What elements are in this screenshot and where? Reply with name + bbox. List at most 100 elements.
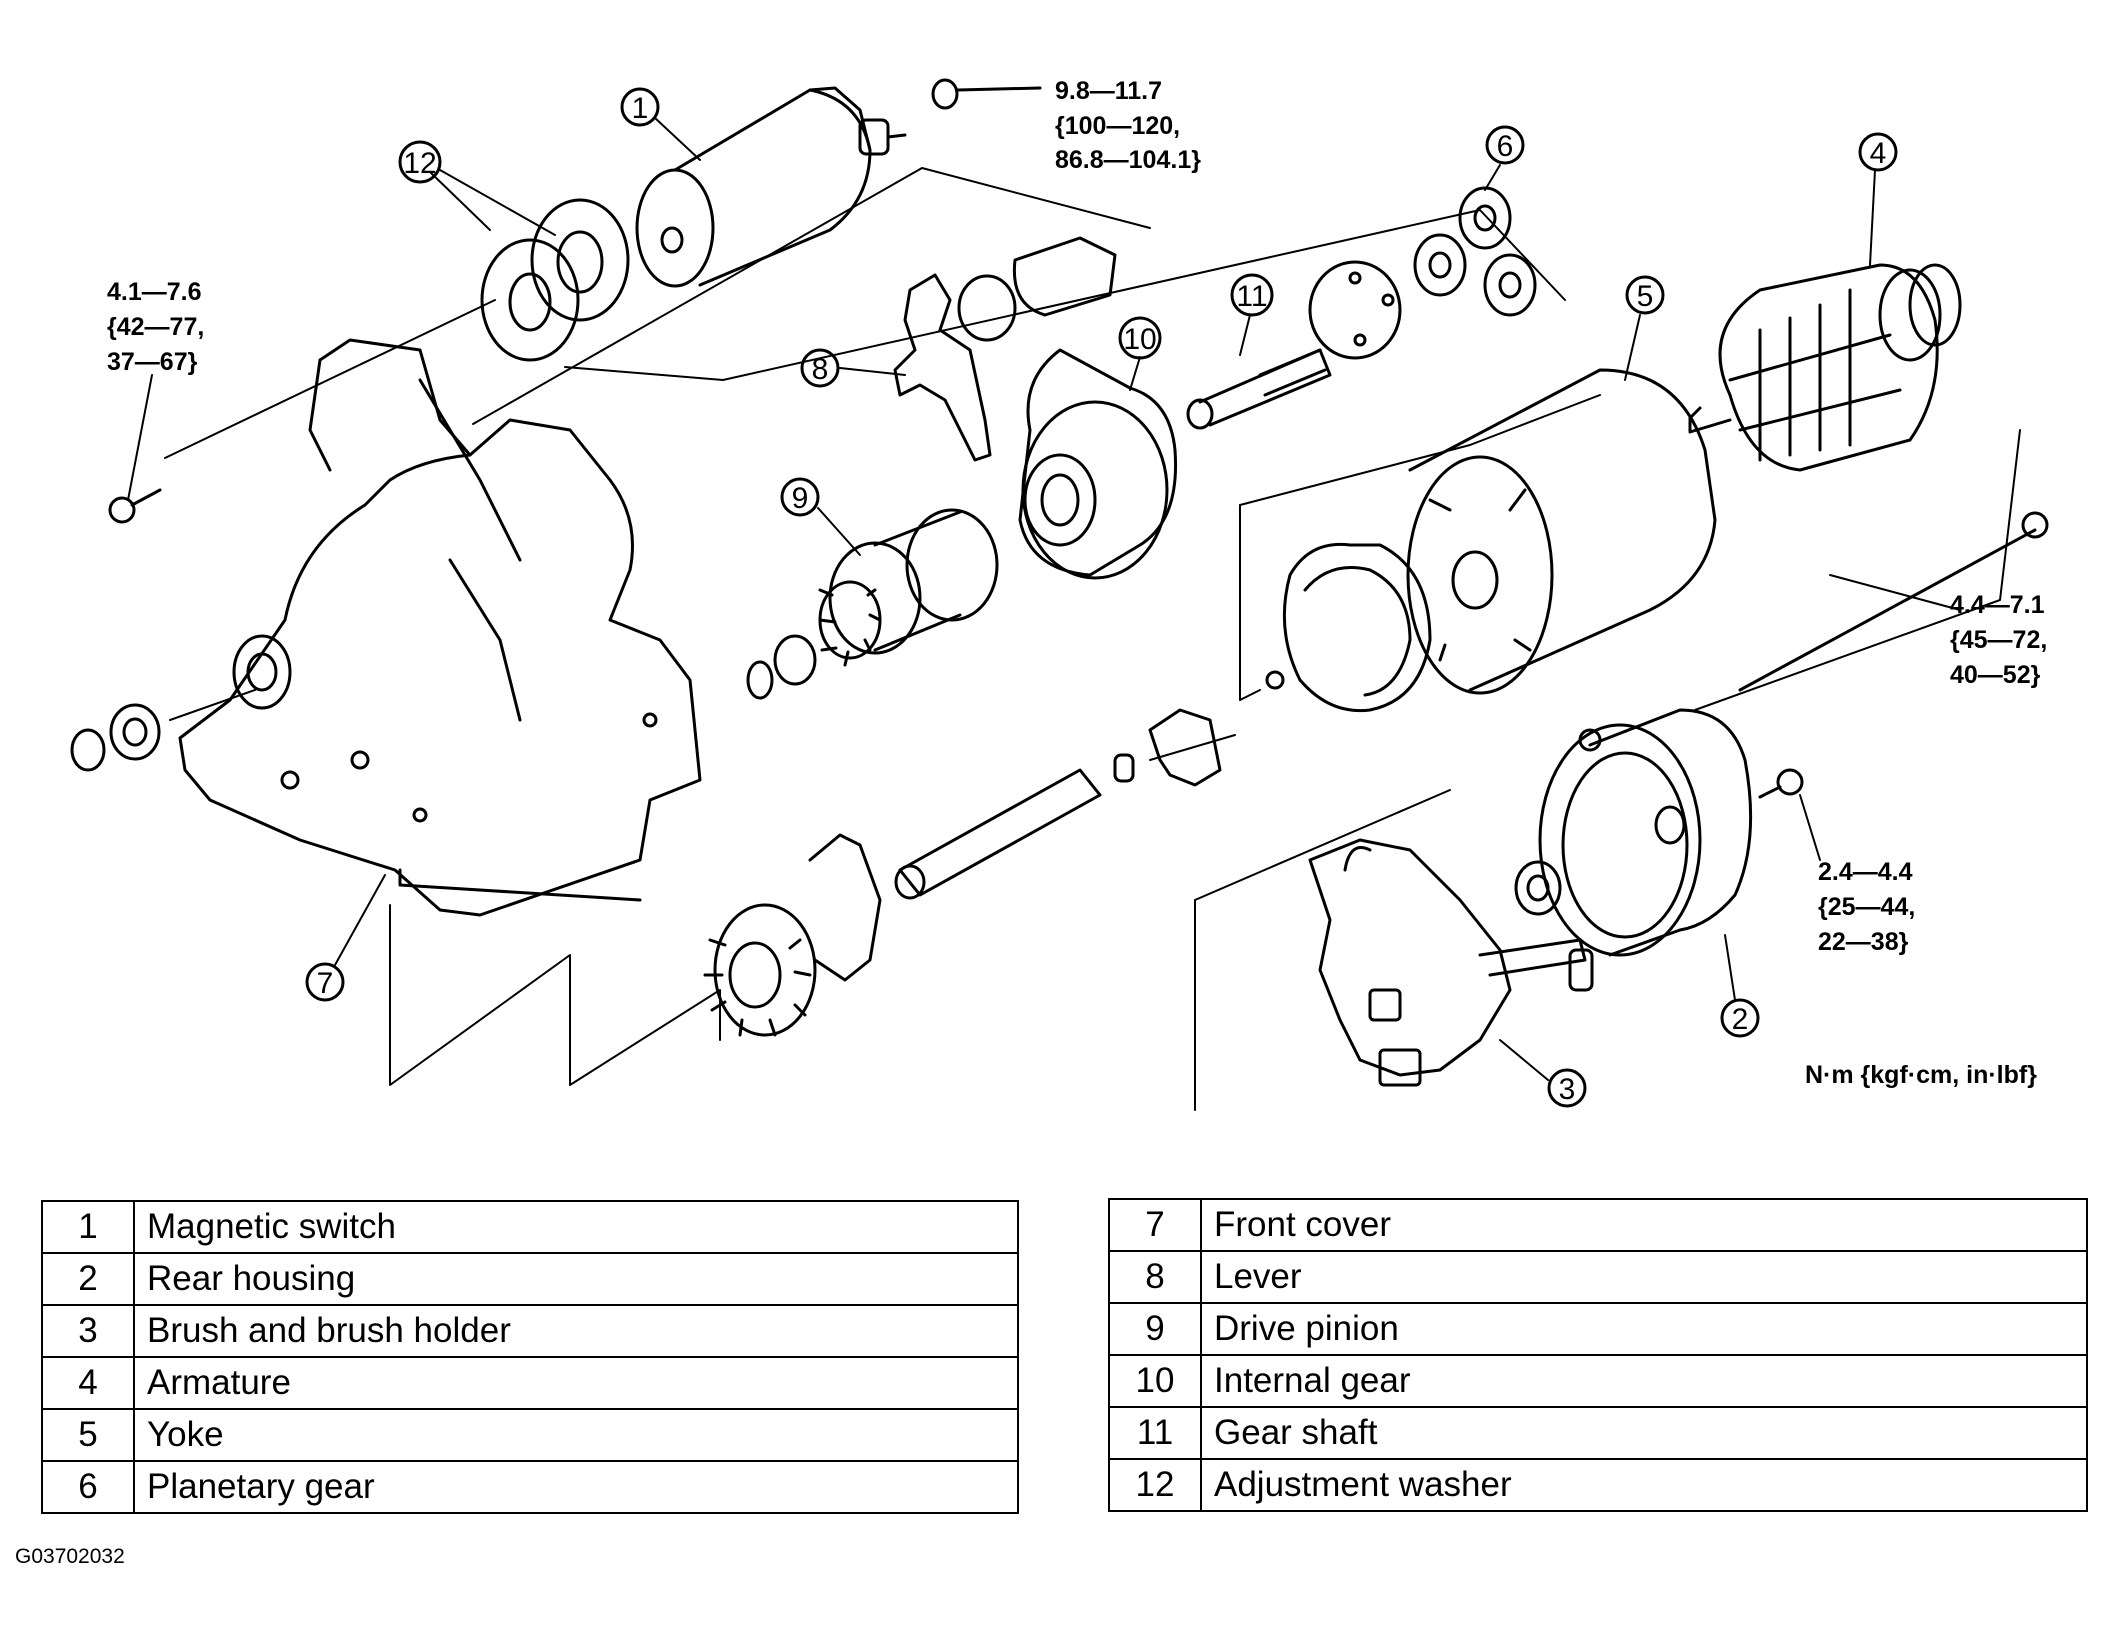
legend-number: 5 (41, 1408, 135, 1462)
torque-line: 40—52} (1950, 661, 2041, 689)
torque-line: 9.8—11.7 (1055, 77, 1162, 105)
callout-bubble-12: 12 (398, 140, 442, 184)
torque-line: 4.4—7.1 (1950, 591, 2045, 619)
legend-part-name: Planetary gear (133, 1460, 1019, 1514)
legend-number: 8 (1108, 1250, 1202, 1304)
legend-part-name: Armature (133, 1356, 1019, 1410)
torque-line: 2.4—4.4 (1818, 858, 1913, 886)
legend-part-name: Brush and brush holder (133, 1304, 1019, 1358)
callout-number: 7 (317, 967, 334, 1000)
legend-number: 10 (1108, 1354, 1202, 1408)
legend-number: 7 (1108, 1198, 1202, 1252)
legend-part-name: Rear housing (133, 1252, 1019, 1306)
front-cover-drawing (178, 338, 702, 917)
internal-gear-drawing (1018, 348, 1178, 580)
legend-number: 2 (41, 1252, 135, 1306)
legend-part-name: Internal gear (1200, 1354, 2088, 1408)
legend-number: 4 (41, 1356, 135, 1410)
shaft-drawing (894, 768, 1102, 900)
callout-bubble-7: 7 (305, 962, 345, 1002)
legend-part-name: Lever (1200, 1250, 2088, 1304)
callout-number: 3 (1559, 1073, 1576, 1106)
brush-clip-drawing (1113, 708, 1222, 787)
callout-number: 6 (1497, 130, 1514, 163)
torque-callout-switch-nut: 9.8—11.7 {100—120, 86.8—104.1} (1055, 77, 1201, 174)
drive-pinion-drawing (746, 508, 999, 700)
legend-part-name: Front cover (1200, 1198, 2088, 1252)
lever-drawing (893, 273, 992, 462)
magnetic-switch-drawing (635, 86, 907, 288)
callout-bubble-9: 9 (780, 477, 820, 517)
torque-line: {45—72, (1950, 626, 2047, 654)
legend-row: 9 Drive pinion (1108, 1302, 2088, 1356)
legend-part-name: Magnetic switch (133, 1200, 1019, 1254)
callout-bubble-3: 3 (1547, 1068, 1587, 1108)
callout-bubble-8: 8 (800, 348, 840, 388)
torque-callout-rear-screw: 2.4—4.4 {25—44, 22—38} (1818, 858, 1915, 956)
callout-bubble-1: 1 (620, 87, 660, 127)
torque-line: 86.8—104.1} (1055, 146, 1201, 174)
lever-holder-drawing (957, 236, 1117, 342)
legend-number: 6 (41, 1460, 135, 1514)
rear-screw-drawing (1758, 768, 1804, 799)
armature-drawing (1688, 263, 1962, 472)
legend-row: 12 Adjustment washer (1108, 1458, 2088, 1512)
callout-bubble-6: 6 (1485, 125, 1525, 165)
callout-number: 8 (812, 353, 829, 386)
callout-bubble-5: 5 (1625, 275, 1665, 315)
legend-row: 6 Planetary gear (41, 1460, 1019, 1514)
legend-row: 7 Front cover (1108, 1198, 2088, 1252)
torque-line: 4.1—7.6 (107, 278, 202, 306)
planetary-gears-drawing (1413, 186, 1537, 317)
callout-number: 4 (1870, 137, 1887, 170)
callout-number: 11 (1236, 280, 1267, 313)
switch-nut-drawing (931, 78, 1042, 110)
brush-holder-drawing (1308, 838, 1594, 1087)
legend-row: 3 Brush and brush holder (41, 1304, 1019, 1358)
units-label: N·m {kgf·cm, in·lbf} (1805, 1061, 2037, 1089)
torque-line: 22—38} (1818, 928, 1909, 956)
brush-plate-ring-drawing (1282, 542, 1432, 713)
legend-row: 8 Lever (1108, 1250, 2088, 1304)
legend-number: 1 (41, 1200, 135, 1254)
legend-part-name: Yoke (133, 1408, 1019, 1462)
legend-part-name: Drive pinion (1200, 1302, 2088, 1356)
rear-housing-drawing (1538, 708, 1753, 957)
gear-shaft-drawing (1186, 260, 1402, 430)
assembly-guide-lines (164, 167, 2021, 1111)
callout-number: 2 (1732, 1003, 1749, 1036)
leader-lines (127, 117, 1961, 1081)
legend-row: 4 Armature (41, 1356, 1019, 1410)
torque-line: {25—44, (1818, 893, 1915, 921)
front-bushing-drawing (70, 703, 161, 772)
torque-line: {100—120, (1055, 112, 1180, 140)
legend-row: 5 Yoke (41, 1408, 1019, 1462)
callout-number: 9 (792, 482, 809, 515)
callout-bubble-11: 11 (1230, 273, 1274, 317)
legend-row: 10 Internal gear (1108, 1354, 2088, 1408)
legend-row: 2 Rear housing (41, 1252, 1019, 1306)
callout-bubble-4: 4 (1858, 132, 1898, 172)
legend-part-name: Adjustment washer (1200, 1458, 2088, 1512)
legend-part-name: Gear shaft (1200, 1406, 2088, 1460)
parts-legend-right: 7 Front cover 8 Lever 9 Drive pinion 10 … (1108, 1198, 2088, 1512)
callout-number: 5 (1637, 280, 1654, 313)
torque-line: {42—77, (107, 313, 204, 341)
yoke-drawing (1406, 368, 1717, 695)
front-bolt-drawing (108, 488, 162, 524)
legend-number: 12 (1108, 1458, 1202, 1512)
callout-number: 12 (403, 147, 436, 180)
through-bolt-drawing (1738, 511, 2049, 692)
legend-row: 11 Gear shaft (1108, 1406, 2088, 1460)
small-washer-drawing (1265, 670, 1285, 690)
legend-number: 9 (1108, 1302, 1202, 1356)
callout-bubble-10: 10 (1118, 316, 1162, 360)
parts-legend-left: 1 Magnetic switch 2 Rear housing 3 Brush… (41, 1200, 1019, 1514)
legend-row: 1 Magnetic switch (41, 1200, 1019, 1254)
torque-line: 37—67} (107, 348, 198, 376)
figure-code: G03702032 (15, 1545, 125, 1568)
callout-bubble-2: 2 (1720, 998, 1760, 1038)
torque-callout-front-bolt: 4.1—7.6 {42—77, 37—67} (107, 278, 204, 376)
torque-callout-through-bolt: 4.4—7.1 {45—72, 40—52} (1950, 591, 2047, 689)
legend-number: 3 (41, 1304, 135, 1358)
